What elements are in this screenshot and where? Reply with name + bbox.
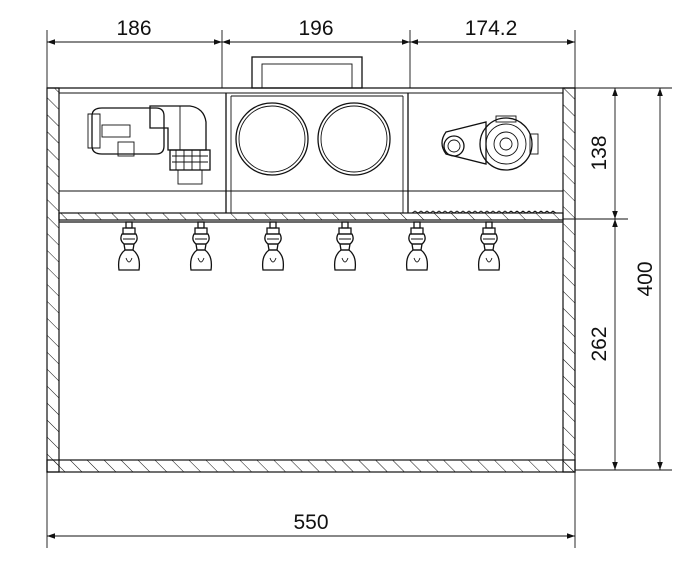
tank-bottom-wall <box>46 459 576 473</box>
spray-nozzle-icon <box>405 221 429 271</box>
dim-total-width: 550 <box>293 511 328 534</box>
spray-nozzle-icon <box>477 221 501 271</box>
shelf-serration <box>411 210 557 214</box>
dim-total-height: 400 <box>634 261 657 296</box>
filter-right-icon <box>317 102 391 176</box>
nozzle-group <box>117 221 501 271</box>
dim-top-right: 174.2 <box>465 17 518 40</box>
partition-shelf <box>58 212 564 221</box>
pump-elbow-icon <box>87 105 211 185</box>
spray-nozzle-icon <box>333 221 357 271</box>
tank-left-wall <box>46 87 60 473</box>
spray-nozzle-icon <box>189 221 213 271</box>
dim-lower-height: 262 <box>588 326 611 361</box>
spray-nozzle-icon <box>261 221 285 271</box>
dim-top-left: 186 <box>116 17 151 40</box>
tank-right-wall <box>562 87 576 473</box>
top-handle <box>251 56 363 89</box>
motor-unit-icon <box>441 115 539 171</box>
filter-left-icon <box>235 102 309 176</box>
spray-nozzle-icon <box>117 221 141 271</box>
tank <box>46 87 576 473</box>
dim-upper-height: 138 <box>588 135 611 170</box>
dim-top-middle: 196 <box>298 17 333 40</box>
dimension-lines <box>46 30 672 548</box>
